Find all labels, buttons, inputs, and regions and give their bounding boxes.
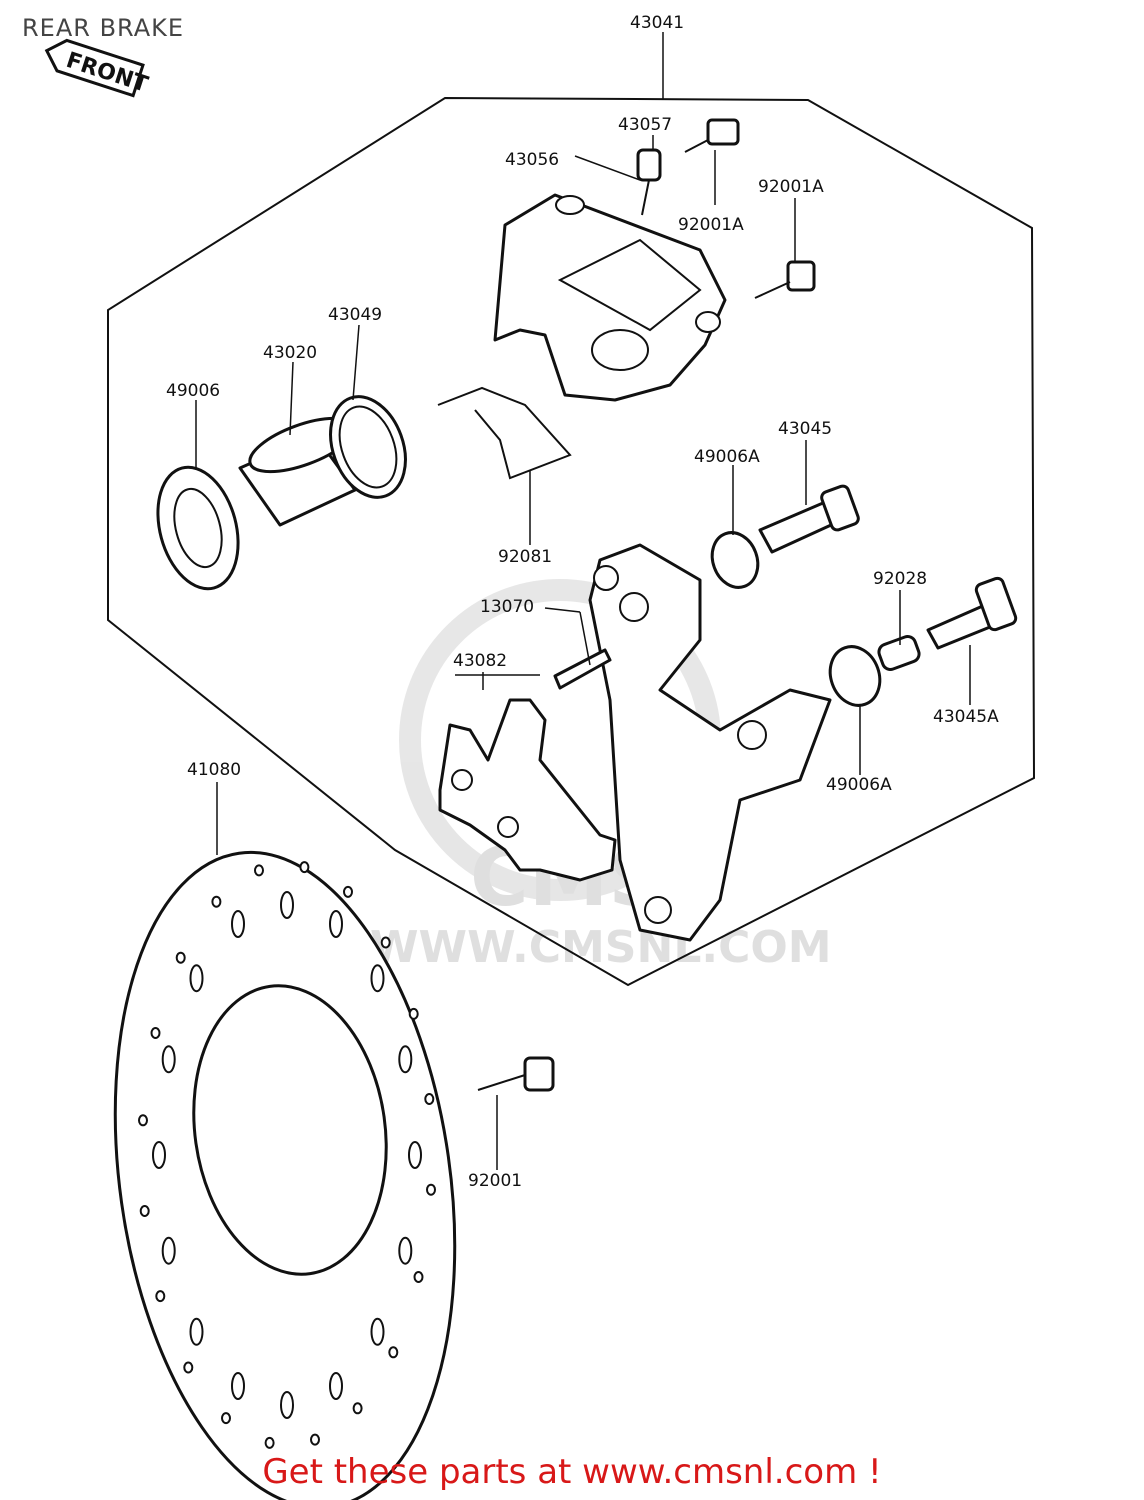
disc-hole	[155, 1290, 166, 1303]
page-title: REAR BRAKE	[22, 14, 185, 42]
disc-hole	[398, 1236, 413, 1265]
front-arrow-badge: FRONT	[44, 38, 151, 98]
pad-spring	[437, 386, 572, 480]
label-43082[interactable]: 43082	[453, 651, 507, 671]
label-49006A-lower[interactable]: 49006A	[826, 775, 892, 795]
label-92001[interactable]: 92001	[468, 1171, 522, 1191]
disc-hole	[398, 1045, 413, 1074]
caliper-assembly-outline	[107, 96, 1036, 987]
disc-hole	[221, 1412, 231, 1425]
brake-disc-41080	[113, 850, 457, 1500]
piston-seal-43049	[329, 395, 407, 499]
disc-hole	[254, 864, 264, 877]
disc-hole	[370, 1317, 385, 1346]
boot-49006A-upper	[710, 531, 760, 589]
disc-hole	[189, 964, 204, 993]
label-92081[interactable]: 92081	[498, 547, 552, 567]
disc-hole	[264, 1436, 275, 1449]
caliper-body	[493, 193, 727, 402]
disc-hole	[161, 1045, 176, 1074]
label-43020[interactable]: 43020	[263, 343, 317, 363]
disc-hole	[388, 1346, 399, 1359]
bolt-92001A-upper	[684, 118, 740, 153]
disc-hole	[280, 891, 294, 919]
disc-hole	[370, 964, 385, 993]
disc-hole	[426, 1183, 436, 1196]
disc-hole	[343, 885, 353, 898]
disc-hole	[161, 1236, 176, 1265]
footer-cta-link[interactable]: Get these parts at www.cmsnl.com !	[262, 1452, 882, 1492]
label-43045[interactable]: 43045	[778, 419, 832, 439]
disc-hole	[139, 1205, 150, 1217]
label-13070[interactable]: 13070	[480, 597, 534, 617]
disc-hole	[310, 1433, 320, 1446]
label-43049[interactable]: 43049	[328, 305, 382, 325]
label-43057[interactable]: 43057	[618, 115, 672, 135]
disc-hole	[138, 1114, 148, 1127]
label-49006[interactable]: 49006	[166, 381, 220, 401]
disc-hole	[299, 861, 310, 874]
disc-hole	[175, 951, 186, 964]
disc-hole	[380, 936, 391, 949]
bleeder-valve	[636, 148, 662, 216]
label-43041[interactable]: 43041	[630, 13, 684, 33]
brake-pads-43082	[438, 698, 617, 882]
sleeve-92028	[877, 635, 921, 671]
disc-hole	[424, 1093, 435, 1105]
disc-hole	[231, 1372, 245, 1400]
watermark-url-text: WWW.CMSNL.COM	[370, 922, 832, 973]
caliper-bracket	[588, 543, 832, 942]
anti-rattle-13070	[553, 648, 612, 690]
disc-drill-holes	[138, 861, 436, 1449]
label-41080[interactable]: 41080	[187, 760, 241, 780]
label-49006A-upper[interactable]: 49006A	[694, 447, 760, 467]
disc-hole	[183, 1361, 194, 1374]
pin-43045	[758, 484, 860, 554]
disc-hole	[211, 895, 222, 908]
boot-49006A-lower	[828, 645, 882, 707]
disc-hole	[329, 1372, 343, 1400]
bolt-92001A-right	[754, 260, 816, 299]
label-92001A-upper[interactable]: 92001A	[758, 177, 824, 197]
disc-hole	[329, 910, 343, 938]
disc-hole	[152, 1141, 166, 1169]
disc-hole	[413, 1271, 424, 1283]
label-43045A[interactable]: 43045A	[933, 707, 999, 727]
disc-hole	[408, 1141, 422, 1169]
disc-hole	[150, 1027, 161, 1039]
pin-43045A	[926, 576, 1018, 650]
disc-hole	[189, 1317, 204, 1346]
disc-hole	[352, 1402, 363, 1415]
label-43056[interactable]: 43056	[505, 150, 559, 170]
disc-hole	[280, 1391, 294, 1419]
piston-43020	[238, 416, 357, 527]
part-number-labels: 43041 43057 43056 92001A 92001A 43049 43…	[166, 13, 999, 1191]
dust-seal-49006	[156, 465, 240, 591]
disc-bolt-92001	[477, 1056, 555, 1092]
label-92001A-lower[interactable]: 92001A	[678, 215, 744, 235]
disc-hole	[231, 910, 245, 938]
disc-hole	[408, 1007, 419, 1020]
label-92028[interactable]: 92028	[873, 569, 927, 589]
